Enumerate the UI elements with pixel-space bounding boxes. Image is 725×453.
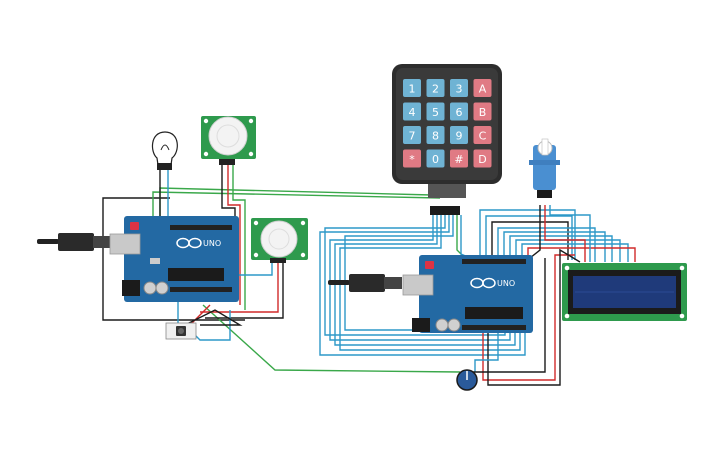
keypad-key[interactable] xyxy=(473,149,492,168)
keypad-key[interactable] xyxy=(403,126,421,144)
pir-sensor[interactable] xyxy=(251,218,308,263)
keypad-key-label: 9 xyxy=(456,130,463,143)
keypad-key-label: 2 xyxy=(432,83,439,96)
keypad-key[interactable] xyxy=(426,149,445,168)
keypad-key[interactable] xyxy=(450,102,468,121)
keypad-key-label: 0 xyxy=(432,153,439,166)
keypad-key[interactable] xyxy=(473,126,492,144)
keypad-key-label: B xyxy=(479,106,487,119)
keypad-key[interactable] xyxy=(403,102,421,121)
usb-cable xyxy=(328,274,402,292)
keypad-key[interactable] xyxy=(426,79,445,97)
keypad-key[interactable] xyxy=(450,149,468,168)
lightbulb-icon[interactable] xyxy=(151,131,178,170)
servo-motor[interactable] xyxy=(529,138,560,198)
pir-sensor[interactable] xyxy=(201,116,256,165)
keypad-key-label: D xyxy=(478,153,486,166)
keypad-key-label: 8 xyxy=(432,130,439,143)
arduino-logo-icon xyxy=(176,237,202,249)
keypad-key[interactable] xyxy=(403,79,421,97)
keypad-key-label: * xyxy=(409,153,415,166)
keypad-key-label: 7 xyxy=(409,130,416,143)
keypad-key[interactable] xyxy=(426,126,445,144)
board-label: UNO xyxy=(497,279,515,288)
potentiometer[interactable] xyxy=(456,369,478,391)
keypad-key[interactable] xyxy=(426,102,445,121)
arduino-uno-right[interactable]: UNO xyxy=(402,255,533,333)
keypad-key-label: 6 xyxy=(456,106,463,119)
keypad-key[interactable] xyxy=(450,126,468,144)
keypad-key-label: A xyxy=(479,83,487,96)
keypad-key-label: C xyxy=(479,130,487,143)
arduino-uno-left[interactable]: UNO xyxy=(109,216,239,302)
keypad-key[interactable] xyxy=(473,102,492,121)
keypad-key[interactable] xyxy=(403,149,421,168)
board-label: UNO xyxy=(203,239,221,248)
keypad-key[interactable] xyxy=(450,79,468,97)
lcd-16x2[interactable] xyxy=(562,263,687,321)
keypad-key[interactable] xyxy=(473,79,492,97)
keypad-4x4[interactable]: 1 2 3 A 4 5 6 B 7 8 9 C * 0 # D xyxy=(392,64,502,215)
usb-cable xyxy=(37,233,111,251)
arduino-logo-icon xyxy=(470,277,496,289)
keypad-key-label: 4 xyxy=(409,106,416,119)
keypad-key-label: # xyxy=(454,153,463,166)
keypad-keys: 1 2 3 A 4 5 6 B 7 8 9 C * 0 # D xyxy=(403,79,492,168)
keypad-key-label: 5 xyxy=(432,106,439,119)
push-button[interactable] xyxy=(165,322,197,340)
keypad-key-label: 3 xyxy=(456,83,463,96)
keypad-key-label: 1 xyxy=(409,83,416,96)
